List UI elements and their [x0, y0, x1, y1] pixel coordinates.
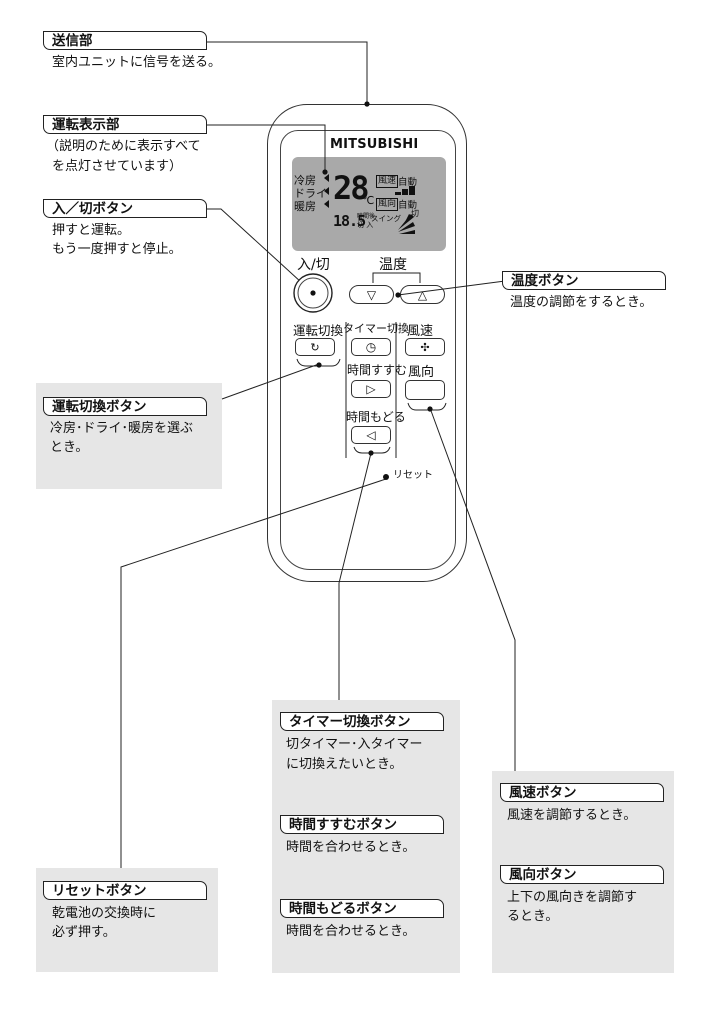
mode-desc-line-2: とき。: [50, 440, 89, 455]
fan-title: 風速ボタン: [500, 783, 664, 802]
time-forward-desc-line-1: 時間を合わせるとき。: [286, 840, 416, 855]
time-back-button[interactable]: ◁: [351, 426, 391, 444]
power-title: 入／切ボタン: [43, 199, 207, 218]
vane-desc-line-1: 上下の風向きを調節す: [507, 890, 638, 905]
triangle-up-icon: △: [417, 287, 428, 302]
time-back-label: 時間もどる: [346, 410, 406, 424]
temp-up-button[interactable]: △: [400, 285, 445, 304]
temp-down-button[interactable]: ▽: [349, 285, 394, 304]
timer-mode-label: タイマー切換: [343, 322, 409, 335]
time-forward-button[interactable]: ▷: [351, 380, 391, 398]
timer-desc-line-2: に切換えたいとき。: [286, 757, 403, 772]
temperature-desc-line-1: 温度の調節をするとき。: [510, 295, 653, 310]
display-desc-line-1: （説明のために表示すべて: [46, 139, 201, 154]
power-desc-line-1: 押すと運転。: [52, 223, 131, 238]
temperature-label: 温度: [379, 257, 407, 273]
lcd-vane-word: 風向: [376, 198, 399, 211]
reset-label: リセット: [393, 470, 433, 481]
display-desc-line-2: を点灯させています）: [52, 159, 183, 174]
time-forward-title: 時間すすむボタン: [280, 815, 444, 834]
time-forward-label: 時間すすむ: [347, 363, 408, 377]
vane-button[interactable]: [405, 380, 445, 400]
reset-title: リセットボタン: [43, 881, 207, 900]
lcd-vane-auto: 自動: [398, 200, 418, 211]
vane-label: 風向: [408, 365, 435, 380]
triangle-right-icon: ▷: [366, 382, 376, 396]
fan-button[interactable]: ✣: [405, 338, 445, 356]
triangle-left-icon: ◁: [366, 428, 376, 442]
fan-label: 風速: [407, 324, 434, 339]
lcd-temperature-digits: 28: [333, 169, 370, 207]
mode-title: 運転切換ボタン: [43, 397, 207, 416]
timer-mode-button[interactable]: ◷: [351, 338, 391, 356]
mode-label: 運転切換: [293, 323, 344, 338]
brand-logo: MITSUBISHI: [330, 137, 419, 152]
reset-desc-line-1: 乾電池の交換時に: [52, 906, 157, 921]
vane-desc-line-2: るとき。: [507, 909, 559, 924]
power-label: 入/切: [297, 257, 330, 273]
fan-desc-line-1: 風速を調節するとき。: [507, 808, 637, 823]
mode-button[interactable]: ↻: [295, 338, 335, 356]
temperature-title: 温度ボタン: [502, 271, 666, 290]
timer-title: タイマー切換ボタン: [280, 712, 444, 731]
lcd-temperature-unit: ℃: [362, 194, 375, 207]
reset-desc-line-2: 必ず押す。: [52, 925, 116, 940]
display-title: 運転表示部: [43, 115, 207, 134]
lcd-stop-word: 切: [411, 209, 419, 218]
lcd-onoff-word: 切 入: [357, 221, 374, 229]
timer-callout-panel: [272, 700, 460, 973]
lcd-fan-word: 風速: [376, 175, 399, 188]
transmitter-title: 送信部: [43, 31, 207, 50]
remote-control-face: [280, 130, 456, 570]
lcd-mode-dry: ドライ: [294, 187, 327, 200]
time-back-desc-line-1: 時間を合わせるとき。: [286, 924, 416, 939]
lcd-timer-word: 時間後: [357, 213, 376, 220]
vane-title: 風向ボタン: [500, 865, 664, 884]
clock-icon: ◷: [365, 340, 377, 354]
triangle-down-icon: ▽: [366, 287, 377, 302]
fan-icon: ✣: [420, 340, 430, 354]
mode-cycle-icon: ↻: [310, 340, 320, 354]
lcd-swing-word: スイング: [371, 214, 401, 223]
lcd-mode-heat: 暖房: [294, 200, 316, 213]
lcd-mode-cool: 冷房: [294, 174, 316, 187]
mode-desc-line-1: 冷房･ドライ･暖房を選ぶ: [50, 421, 194, 436]
time-back-title: 時間もどるボタン: [280, 899, 444, 918]
lcd-timer-digits: 18.5: [333, 212, 366, 230]
power-desc-line-2: もう一度押すと停止。: [52, 242, 182, 257]
lcd-display: [292, 157, 446, 251]
timer-desc-line-1: 切タイマー･入タイマー: [286, 737, 423, 752]
transmitter-desc-line-1: 室内ユニットに信号を送る。: [52, 55, 222, 70]
lcd-fan-auto: 自動: [398, 177, 418, 188]
